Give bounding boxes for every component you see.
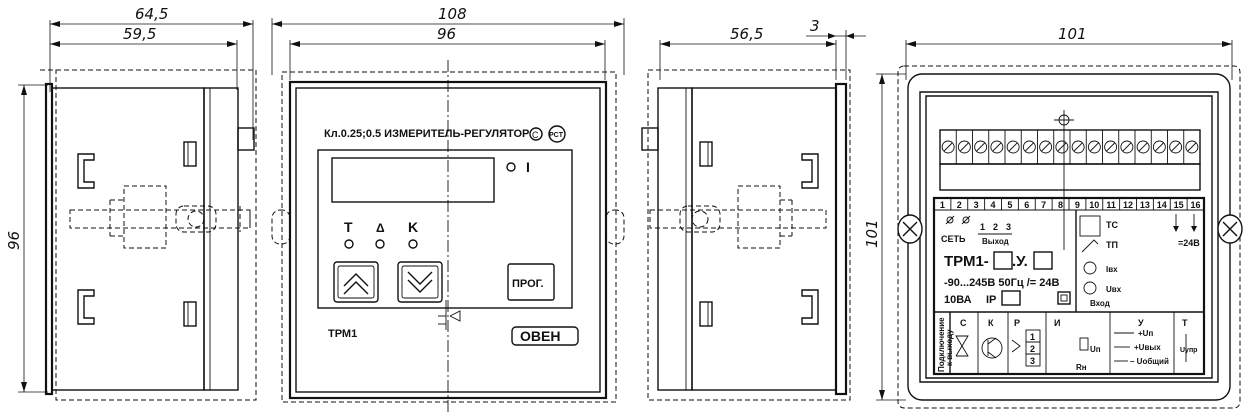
terminal-number: 1 — [940, 200, 945, 210]
dim-side-inner: 59,5 — [123, 25, 156, 43]
terminal-screw-icon — [1039, 140, 1053, 154]
indicator-label: I — [526, 159, 530, 175]
out-type-c: С — [960, 318, 967, 328]
output-num-3: 3 — [1006, 222, 1011, 232]
brand-logo: ОВЕН — [520, 328, 560, 344]
dim-front-inner: 96 — [437, 25, 456, 43]
front-header: Кл.0.25;0.5 ИЗМЕРИТЕЛЬ-РЕГУЛЯТОР — [324, 128, 529, 140]
led-k — [408, 239, 418, 249]
terminal-screw-icon — [941, 140, 955, 154]
terminal-screw-icon — [1185, 140, 1199, 154]
un-label: Uп — [1090, 345, 1101, 354]
supply-line: -90...245В 50Гц /= 24В — [944, 277, 1059, 289]
out-type-i: И — [1054, 318, 1060, 328]
dim-side-right: 56,5 — [730, 25, 763, 43]
terminal-screw-icon — [1006, 140, 1020, 154]
relay-num-2: 2 — [1030, 344, 1035, 354]
led-label-t: T — [344, 219, 353, 235]
pct-mark: PCT — [549, 132, 564, 139]
c-mark: С — [532, 130, 539, 140]
terminal-screw-icon — [1087, 140, 1101, 154]
prog-button-label: ПРОГ. — [512, 278, 544, 290]
terminal-screw-icon — [1136, 140, 1150, 154]
led-t — [344, 239, 354, 249]
side-view-right: 56,5 3 — [641, 17, 866, 401]
type-line: ТРМ1- — [944, 253, 989, 270]
current-rating: 10ВА — [944, 294, 972, 306]
terminal-number: 9 — [1075, 200, 1080, 210]
terminal-number: 3 — [974, 200, 979, 210]
output-num-2: 2 — [993, 222, 998, 232]
terminal-number: 11 — [1106, 200, 1116, 210]
terminal-number: 5 — [1007, 200, 1012, 210]
side-view-left: 64,5 59,5 96 — [5, 5, 257, 401]
u-out: +Uвых — [1134, 343, 1161, 352]
connection-title-2: к выходу — [945, 329, 954, 366]
u-plus: +Uп — [1138, 329, 1153, 338]
dim-side-outer: 64,5 — [135, 5, 168, 23]
terminal-screw-icon — [1104, 140, 1118, 154]
terminal-number: 15 — [1174, 200, 1184, 210]
terminal-screw-icon — [1169, 140, 1183, 154]
dim-rear-width: 101 — [1058, 25, 1087, 43]
out-type-r: Р — [1014, 318, 1020, 328]
sensor-tc: ТС — [1106, 220, 1118, 230]
out-type-k: К — [988, 318, 994, 328]
led-label-k: K — [408, 219, 418, 235]
power-label: СЕТЬ — [941, 234, 966, 244]
dim-front-outer: 108 — [438, 5, 467, 23]
terminal-screw-icon — [1055, 140, 1069, 154]
input-label: Вход — [1090, 299, 1110, 308]
relay-num-1: 1 — [1030, 332, 1035, 342]
terminal-screw-icon — [974, 140, 988, 154]
dc24-label: =24В — [1178, 238, 1200, 248]
sensor-uin: Uвх — [1106, 285, 1122, 294]
sensor-tp: ТП — [1106, 240, 1118, 250]
led-delta — [375, 239, 385, 249]
sensor-iin: Iвх — [1106, 265, 1118, 274]
connection-title-1: Подключение — [937, 317, 946, 372]
terminal-number: 2 — [957, 200, 962, 210]
rn-label: Rн — [1076, 363, 1087, 372]
terminal-screw-icon — [957, 140, 971, 154]
front-view: 108 96 Кл.0.25;0.5 ИЗМЕРИТЕЛЬ-РЕГУЛЯТОР … — [271, 5, 625, 412]
out-type-t: Т — [1182, 318, 1188, 328]
up-arrow-icon — [343, 273, 369, 287]
u-ctrl: Uупр — [1180, 347, 1197, 354]
terminal-screw-icon — [1120, 140, 1134, 154]
dim-flange: 3 — [810, 17, 820, 35]
terminal-number: 12 — [1123, 200, 1133, 210]
terminal-number: 16 — [1191, 200, 1201, 210]
down-arrow-icon — [407, 271, 433, 285]
terminal-screw-icon — [990, 140, 1004, 154]
terminal-screw-icon — [1022, 140, 1036, 154]
terminal-number: 13 — [1140, 200, 1150, 210]
terminal-number: 7 — [1041, 200, 1046, 210]
terminal-screw-icon — [1152, 140, 1166, 154]
relay-num-3: 3 — [1030, 356, 1035, 366]
u-common: – Uобщий — [1130, 357, 1169, 366]
terminal-number: 8 — [1058, 200, 1063, 210]
output-label: Выход — [982, 237, 1009, 246]
model-label: ТРМ1 — [328, 328, 357, 340]
terminal-number: 14 — [1157, 200, 1167, 210]
type-mid: .У. — [1012, 253, 1028, 270]
terminal-screw-icon — [1071, 140, 1085, 154]
output-num-1: 1 — [980, 222, 985, 232]
ip-label: IP — [986, 294, 996, 306]
led-label-delta: Δ — [376, 221, 385, 235]
dim-side-height: 96 — [5, 231, 23, 250]
terminal-number: 6 — [1024, 200, 1029, 210]
terminal-number: 4 — [991, 200, 996, 210]
out-type-u: У — [1138, 318, 1144, 328]
terminal-number: 10 — [1089, 200, 1099, 210]
dim-rear-height: 101 — [863, 219, 881, 248]
